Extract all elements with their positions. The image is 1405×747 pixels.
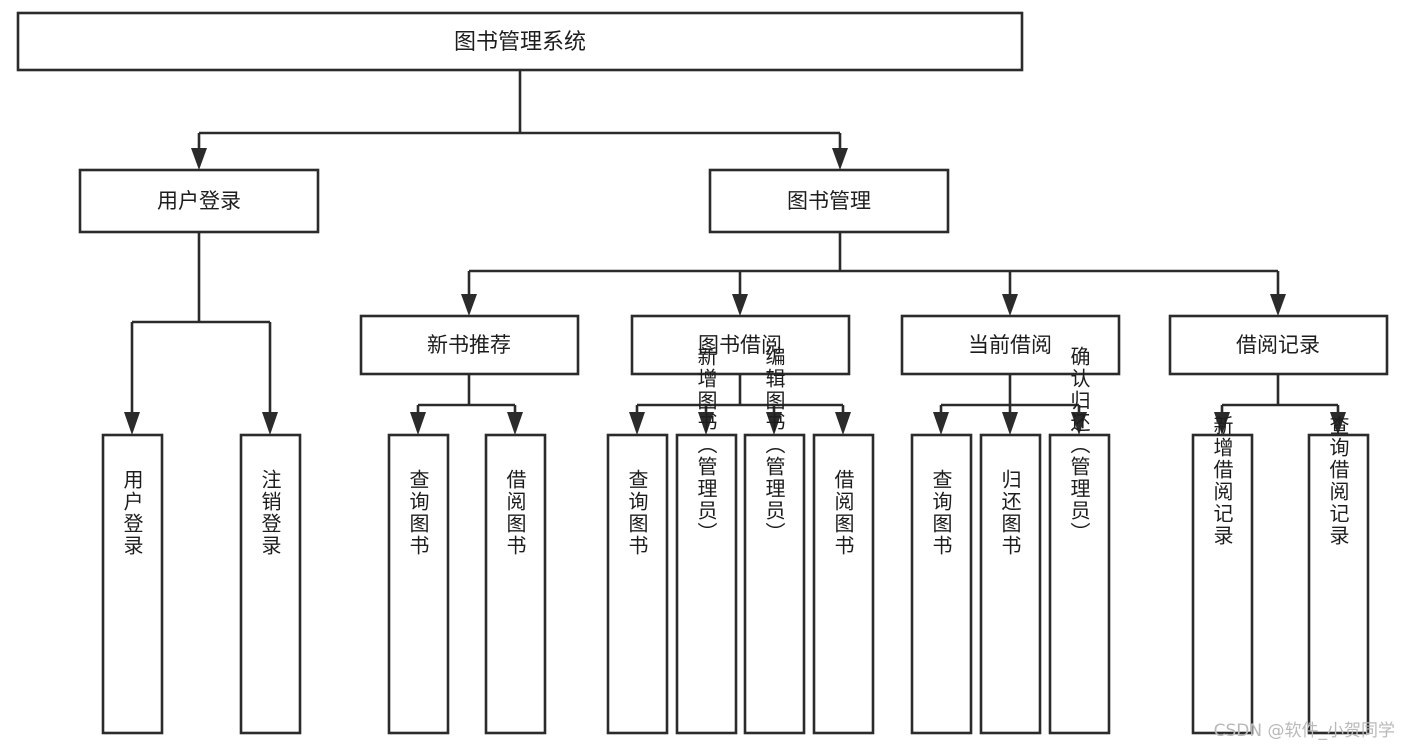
node-leaf-query-book-2[interactable]: 查询图书 — [606, 433, 669, 735]
node-leaf-query-book-1-box[interactable] — [387, 433, 450, 735]
node-leaf-user-login-label: 用户登录 — [120, 469, 144, 557]
node-new-book-rec[interactable]: 新书推荐 — [359, 314, 580, 376]
node-current-borrow-label: 当前借阅 — [968, 333, 1052, 357]
node-borrow-record-box[interactable] — [1168, 314, 1389, 376]
node-leaf-borrow-book-2[interactable]: 借阅图书 — [812, 433, 875, 735]
node-leaf-query-book-1[interactable]: 查询图书 — [387, 433, 450, 735]
node-leaf-borrow-book-1-box[interactable] — [484, 433, 547, 735]
node-current-borrow-box[interactable] — [900, 314, 1121, 376]
node-leaf-edit-book[interactable]: 编辑图书（管理员） — [743, 346, 806, 735]
node-leaf-add-book-label: 新增图书（管理员） — [694, 346, 718, 544]
node-leaf-add-record-label: 新增借阅记录 — [1210, 415, 1234, 547]
node-user-login-label: 用户登录 — [157, 189, 241, 213]
node-book-borrow-label: 图书借阅 — [698, 333, 782, 357]
arrow-head-leaf-borrow-book-1 — [507, 412, 523, 435]
node-leaf-query-record-box[interactable] — [1307, 433, 1370, 735]
node-new-book-rec-box[interactable] — [359, 314, 580, 376]
node-leaf-confirm-return-box[interactable] — [1048, 433, 1111, 735]
arrow-head-leaf-add-book — [698, 412, 714, 435]
node-new-book-rec-label: 新书推荐 — [427, 333, 511, 357]
node-leaf-user-logout-box[interactable] — [239, 433, 302, 735]
arrow-head-user-login — [191, 148, 207, 170]
node-leaf-user-logout-label: 注销登录 — [258, 469, 282, 557]
node-leaf-add-book-box[interactable] — [675, 433, 738, 735]
node-leaf-edit-book-box[interactable] — [743, 433, 806, 735]
arrow-head-leaf-borrow-book-2 — [835, 412, 851, 435]
node-leaf-add-book[interactable]: 新增图书（管理员） — [675, 346, 738, 735]
arrow-head-leaf-add-record — [1214, 412, 1230, 435]
node-leaf-query-book-1-label: 查询图书 — [406, 469, 430, 557]
edge-current-borrow-to-leaves — [933, 374, 1087, 435]
node-leaf-borrow-book-1[interactable]: 借阅图书 — [484, 433, 547, 735]
arrow-head-leaf-query-book-1 — [410, 412, 426, 435]
node-borrow-record[interactable]: 借阅记录 — [1168, 314, 1389, 376]
arrow-head-leaf-edit-book — [766, 412, 782, 435]
arrow-head-book-borrow — [732, 294, 748, 316]
arrow-head-leaf-confirm-return — [1071, 412, 1087, 435]
node-leaf-user-login-box[interactable] — [101, 433, 164, 735]
node-user-login[interactable]: 用户登录 — [78, 168, 320, 234]
node-leaf-query-book-2-label: 查询图书 — [625, 469, 649, 557]
node-current-borrow[interactable]: 当前借阅 — [900, 314, 1121, 376]
node-leaf-query-book-3-label: 查询图书 — [929, 469, 953, 557]
node-book-manage-label: 图书管理 — [787, 189, 871, 213]
edge-book-manage-to-children — [461, 232, 1286, 316]
node-user-login-box[interactable] — [78, 168, 320, 234]
arrow-head-current-borrow — [1002, 294, 1018, 316]
node-book-borrow-box[interactable] — [630, 314, 851, 376]
node-book-borrow[interactable]: 图书借阅 — [630, 314, 851, 376]
node-leaf-edit-book-label: 编辑图书（管理员） — [762, 346, 786, 544]
node-leaf-add-record-box[interactable] — [1191, 433, 1254, 735]
node-root-label: 图书管理系统 — [454, 30, 586, 55]
node-root[interactable]: 图书管理系统 — [16, 11, 1024, 72]
node-leaf-query-record[interactable]: 查询借阅记录 — [1307, 415, 1370, 735]
node-leaf-borrow-book-1-label: 借阅图书 — [503, 469, 527, 557]
arrow-head-leaf-user-login — [124, 412, 140, 435]
edge-book-borrow-to-leaves — [629, 374, 851, 435]
node-leaf-query-book-3-box[interactable] — [910, 433, 973, 735]
node-root-box[interactable] — [16, 11, 1024, 72]
node-leaf-confirm-return-label: 确认归还（管理员） — [1067, 346, 1091, 544]
node-leaf-confirm-return[interactable]: 确认归还（管理员） — [1048, 346, 1111, 735]
node-leaf-borrow-book-2-box[interactable] — [812, 433, 875, 735]
node-leaf-user-login[interactable]: 用户登录 — [101, 433, 164, 735]
edge-new-book-rec-to-leaves — [410, 374, 523, 435]
node-borrow-record-label: 借阅记录 — [1236, 333, 1320, 357]
node-leaf-add-record[interactable]: 新增借阅记录 — [1191, 415, 1254, 735]
node-leaf-user-logout[interactable]: 注销登录 — [239, 433, 302, 735]
edge-user-login-to-leaves — [124, 232, 278, 435]
node-leaf-query-book-2-box[interactable] — [606, 433, 669, 735]
node-leaf-return-book-label: 归还图书 — [998, 469, 1022, 557]
arrow-head-leaf-query-record — [1330, 412, 1346, 435]
node-book-manage[interactable]: 图书管理 — [708, 168, 950, 234]
edge-borrow-record-to-leaves — [1214, 374, 1346, 435]
edge-root-to-level2 — [191, 70, 848, 170]
node-book-manage-box[interactable] — [708, 168, 950, 234]
arrow-head-leaf-return-book — [1002, 412, 1018, 435]
node-leaf-query-book-3[interactable]: 查询图书 — [910, 433, 973, 735]
node-leaf-borrow-book-2-label: 借阅图书 — [831, 469, 855, 557]
node-leaf-return-book-box[interactable] — [979, 433, 1042, 735]
arrow-head-borrow-record — [1270, 294, 1286, 316]
arrow-head-leaf-user-logout — [262, 412, 278, 435]
arrow-head-book-manage — [832, 148, 848, 170]
arrow-head-leaf-query-book-2 — [629, 412, 645, 435]
node-leaf-return-book[interactable]: 归还图书 — [979, 433, 1042, 735]
arrow-head-new-book-rec — [461, 294, 477, 316]
node-leaf-query-record-label: 查询借阅记录 — [1326, 415, 1350, 547]
arrow-head-leaf-query-book-3 — [933, 412, 949, 435]
